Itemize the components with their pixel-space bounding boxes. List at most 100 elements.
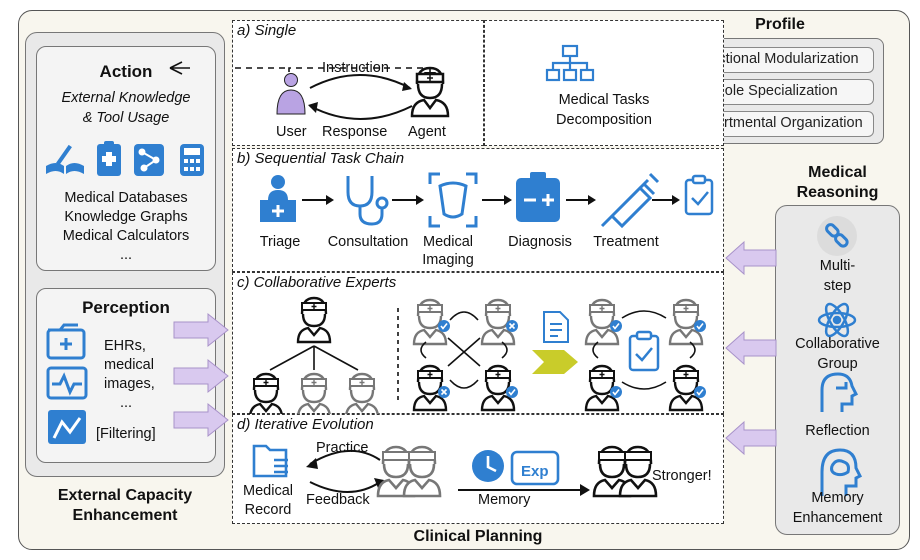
clinical-planning-title: Clinical Planning [413, 528, 543, 545]
reasoning-memory-1: Memory [811, 490, 864, 506]
arrow-left-icon [169, 61, 190, 75]
exp-label: Exp [521, 463, 549, 480]
perception-icons [46, 323, 88, 444]
xray-image-icon [48, 410, 86, 444]
response-arrow [309, 105, 413, 120]
action-item-3: Medical Calculators [62, 228, 190, 244]
stronger-label: Stronger! [652, 468, 712, 484]
iterative-title: d) Iterative Evolution [237, 416, 374, 433]
action-item-1: Medical Databases [64, 190, 188, 206]
chain-title: b) Sequential Task Chain [237, 150, 405, 167]
sub-doctor-icon [296, 372, 332, 420]
reasoning-to-planning-arrows [725, 240, 777, 456]
chain-step-triage: Triage [259, 234, 301, 250]
user-label: User [276, 124, 307, 140]
collab-diagram [248, 296, 707, 420]
reflection-head-icon [820, 372, 859, 412]
single-title: a) Single [237, 22, 297, 39]
sub-doctor-icon [248, 372, 284, 420]
action-item-4: ... [119, 247, 133, 263]
left-arrow-icon [725, 240, 777, 276]
practice-arrow [309, 449, 381, 465]
org-chart-icon [545, 44, 595, 82]
action-icons [46, 141, 204, 176]
chain-step-diagnosis: Diagnosis [508, 234, 572, 250]
chain-step-imaging-1: Medical [423, 234, 473, 250]
perception-item-3: images, [104, 376, 155, 392]
perception-to-planning-arrows [173, 312, 229, 438]
medical-reasoning-panel [775, 205, 900, 535]
feedback-arrow [309, 481, 381, 493]
calculator-icon [180, 144, 204, 176]
right-arrow-icon [173, 402, 229, 438]
link-icon [817, 216, 857, 256]
medical-reasoning-title-2: Reasoning [796, 184, 879, 201]
brain-head-icon [820, 448, 863, 496]
collab-title: c) Collaborative Experts [237, 274, 397, 291]
action-subtitle-1: External Knowledge [61, 90, 191, 106]
chain-step-treatment: Treatment [593, 234, 659, 250]
action-item-2: Knowledge Graphs [64, 209, 188, 225]
action-title: Action [99, 62, 153, 81]
atom-icon [817, 302, 857, 338]
response-label: Response [322, 124, 388, 140]
clipboard-check-icon [684, 174, 714, 216]
right-arrow-icon [173, 358, 229, 394]
reasoning-multistep-1: Multi- [819, 258, 856, 274]
consensus-clipboard-icon [628, 330, 660, 372]
agent-label: Agent [408, 124, 446, 140]
practice-label: Practice [316, 440, 369, 456]
right-arrow-icon [173, 312, 229, 348]
clipboard-plus-icon [97, 141, 121, 176]
reasoning-collab-2: Group [817, 356, 858, 372]
stronger-doctors-icon [592, 445, 658, 498]
agent-doctor-icon [410, 66, 450, 118]
lead-doctor-icon [296, 296, 332, 344]
perception-title: Perception [82, 298, 170, 317]
reasoning-multistep-2: step [823, 278, 852, 294]
chain-step-imaging-2: Imaging [422, 252, 474, 268]
learning-doctors-icon [376, 445, 442, 498]
external-capacity-title: External Capacity Enhancement [57, 487, 193, 524]
medical-record-label-2: Record [244, 502, 292, 518]
medical-imaging-icon [428, 172, 478, 228]
medical-reasoning-title-1: Medical [808, 164, 867, 181]
instruction-arrow [309, 74, 411, 89]
book-pen-icon [46, 144, 84, 174]
monitor-pulse-icon [46, 366, 88, 400]
profile-title: Profile [755, 16, 805, 33]
chain-step-consultation: Consultation [327, 234, 409, 250]
experience-badge-icon [510, 450, 560, 486]
reasoning-memory-2: Enhancement [792, 510, 883, 526]
syringe-icon [600, 172, 660, 229]
chain-diagram [260, 172, 714, 229]
left-arrow-icon [725, 330, 777, 366]
instruction-label: Instruction [322, 60, 389, 76]
sequential-chain-box [232, 148, 724, 272]
stethoscope-icon [346, 176, 389, 226]
diagnosis-kit-icon [516, 172, 560, 222]
action-dashed-connector [288, 67, 431, 78]
sub-doctor-icon [344, 372, 380, 420]
document-icon [543, 311, 569, 343]
ehr-folder-icon [46, 323, 86, 360]
reasoning-reflection: Reflection [805, 423, 870, 439]
perception-item-1: EHRs, [104, 338, 146, 354]
single-diagram [169, 61, 450, 120]
decomposition-label-1: Medical Tasks [558, 92, 650, 108]
medical-record-folder-icon [252, 444, 288, 478]
graph-nodes-icon [134, 144, 164, 176]
decomposition-label-2: Decomposition [556, 112, 652, 128]
perception-item-4: ... [120, 395, 133, 411]
reasoning-collab-1: Collaborative [795, 336, 880, 352]
action-subtitle-2: & Tool Usage [82, 110, 170, 126]
feedback-label: Feedback [306, 492, 370, 508]
iterative-diagram [252, 444, 658, 498]
clock-icon [472, 450, 504, 482]
decomposition-box [484, 20, 724, 146]
user-icon [276, 73, 306, 115]
perception-item-5: [Filtering] [96, 426, 156, 442]
medical-record-label-1: Medical [243, 483, 293, 499]
perception-item-2: medical [104, 357, 154, 373]
memory-label: Memory [478, 492, 531, 508]
